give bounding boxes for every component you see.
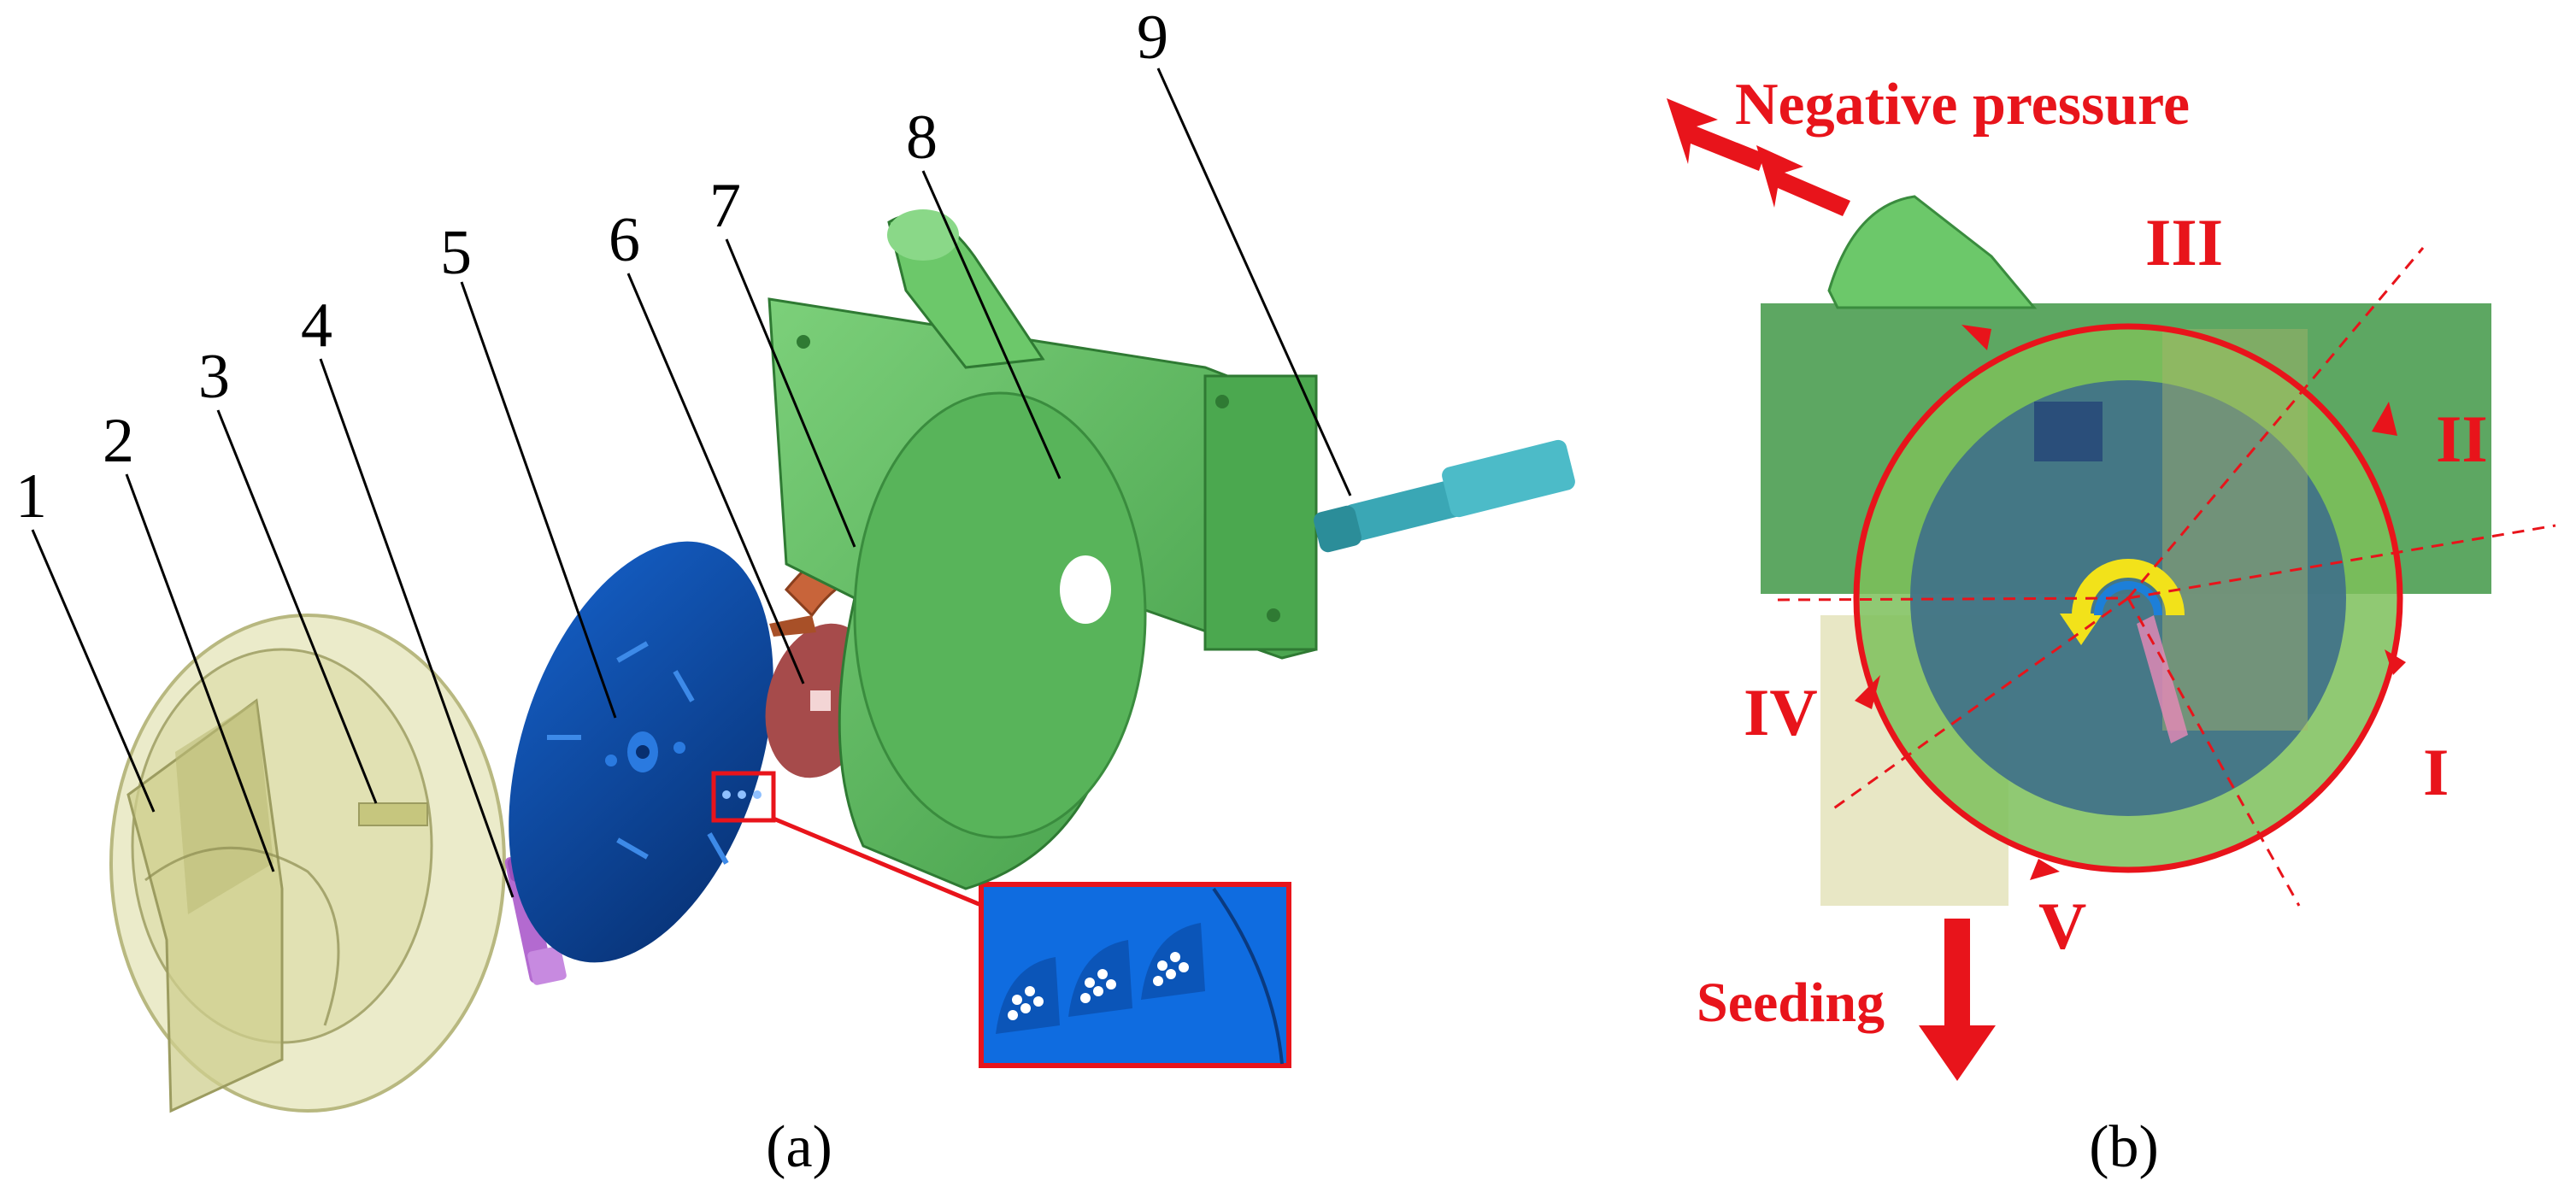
panel-b-caption: (b) bbox=[2089, 1114, 2159, 1180]
detail-inset bbox=[979, 882, 1291, 1068]
part-number: 4 bbox=[301, 291, 332, 361]
part-number-labels: 1 2 3 4 5 6 7 8 9 bbox=[15, 3, 1168, 531]
part-number: 3 bbox=[198, 342, 230, 412]
zoom-connector bbox=[773, 816, 984, 908]
part-number: 2 bbox=[103, 406, 134, 476]
transparent-cover bbox=[109, 614, 506, 1113]
panel-b: Negative pressure Seeding I II III IV V … bbox=[1667, 72, 2556, 1180]
seeding-arrow bbox=[1919, 919, 1996, 1081]
path-arrowheads bbox=[1855, 325, 2406, 880]
part-number: 8 bbox=[906, 103, 938, 173]
zone-label-III: III bbox=[2145, 205, 2223, 279]
rotation-arrow bbox=[2072, 559, 2185, 616]
part-number: 7 bbox=[709, 171, 741, 241]
rotation-path bbox=[1853, 323, 2403, 873]
zone-label-IV: IV bbox=[1744, 675, 1818, 749]
seed-metering-plate bbox=[509, 541, 776, 963]
vacuum-housing bbox=[768, 209, 1318, 890]
part-number: 6 bbox=[609, 205, 640, 275]
part-number: 9 bbox=[1137, 3, 1168, 73]
panel-a-caption: (a) bbox=[766, 1114, 832, 1180]
detail-highlight-box bbox=[711, 771, 776, 823]
part-number: 1 bbox=[15, 461, 47, 531]
drive-shaft bbox=[1314, 439, 1575, 553]
panel-a: 1 2 3 4 5 6 7 8 9 (a) bbox=[15, 3, 1575, 1180]
zone-label-V: V bbox=[2038, 889, 2086, 963]
seeding-label: Seeding bbox=[1697, 972, 1885, 1034]
zone-boundaries bbox=[1777, 247, 2556, 907]
zone-label-II: II bbox=[2436, 402, 2488, 476]
part-number: 5 bbox=[440, 218, 472, 288]
air-outlet-pipe bbox=[1827, 195, 2038, 309]
zone-label-I: I bbox=[2423, 735, 2449, 809]
negative-pressure-arrow bbox=[1667, 98, 1850, 216]
leader-lines bbox=[31, 68, 1352, 898]
negative-pressure-label: Negative pressure bbox=[1735, 72, 2190, 138]
